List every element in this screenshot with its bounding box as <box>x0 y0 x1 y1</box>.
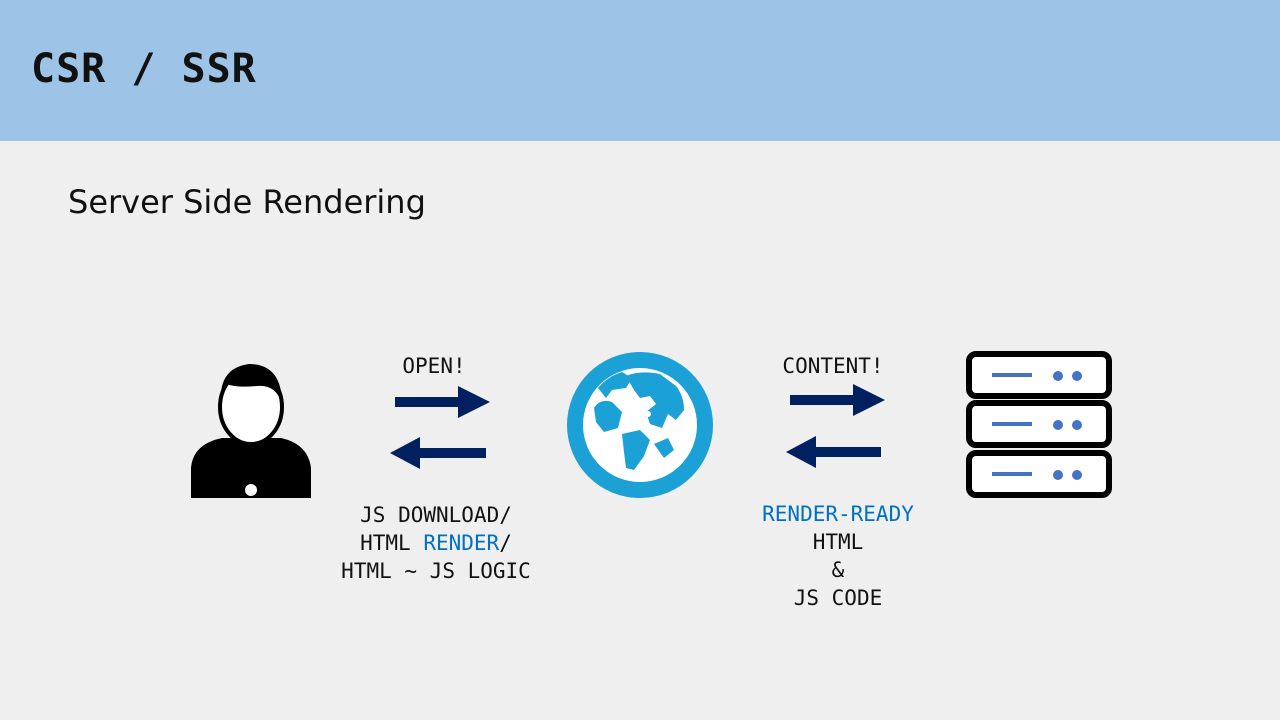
left-left-arrow <box>390 437 486 469</box>
right-line-3: & <box>831 558 845 582</box>
user-icon <box>191 364 311 498</box>
browser-globe-icon <box>567 352 713 498</box>
content-label: CONTENT! <box>782 354 884 378</box>
left-right-arrow <box>395 386 490 418</box>
right-right-arrow <box>790 384 885 416</box>
open-label: OPEN! <box>402 354 466 378</box>
header-band <box>0 0 1280 141</box>
right-line-4: JS CODE <box>793 586 883 610</box>
slide-subtitle: Server Side Rendering <box>68 183 426 221</box>
slide-title: CSR / SSR <box>31 46 257 92</box>
left-line-3: HTML ~ JS LOGIC <box>341 559 531 583</box>
left-flow-description: JS DOWNLOAD/ HTML RENDER/ HTML ~ JS LOGI… <box>316 501 556 585</box>
right-line-2: HTML <box>812 530 864 554</box>
render-highlight: RENDER <box>423 531 500 555</box>
left-line-1: JS DOWNLOAD/ <box>360 503 512 527</box>
left-line-2: HTML RENDER/ <box>360 531 512 555</box>
server-icon <box>966 351 1112 498</box>
right-left-arrow <box>786 436 881 468</box>
right-line-1: RENDER-READY <box>738 500 938 528</box>
render-ready-highlight: RENDER-READY <box>762 502 914 526</box>
right-flow-description: RENDER-READY HTML & JS CODE <box>738 500 938 612</box>
